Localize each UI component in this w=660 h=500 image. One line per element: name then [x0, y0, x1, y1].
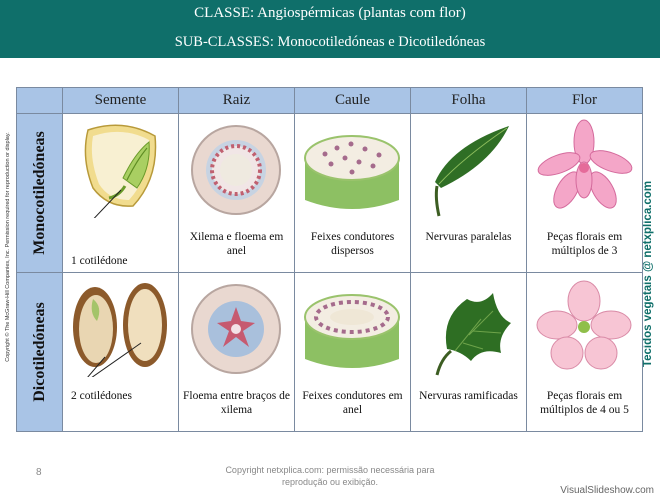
mono-leaf-illustration [434, 126, 509, 217]
header-subclass-title: SUB-CLASSES: Monocotiledóneas e Dicotile… [174, 34, 486, 50]
caption-mono-leaf: Nervuras paralelas [425, 231, 512, 243]
mono-stem-illustration [304, 135, 400, 209]
slide-header: CLASSE: Angiospérmicas (plantas com flor… [0, 0, 660, 58]
cell-dico-leaf: Nervuras ramificadas [410, 272, 527, 432]
row-label-dico: Dicotiledóneas [30, 302, 48, 402]
footer-copyright: Copyright netxplica.com: permissão neces… [225, 465, 435, 487]
row-label-mono-cell: Monocotiledóneas [16, 113, 63, 273]
caption-dico-leaf: Nervuras ramificadas [419, 390, 518, 402]
caption-mono-flower: Peças florais em múltiplos de 3 [546, 231, 623, 257]
caption-dico-root: Floema entre braços de xilema [183, 390, 290, 416]
table-row-dico: Dicotiledóneas 2 cotilédones [16, 272, 643, 432]
header-class-title: CLASSE: Angiospérmicas (plantas com flor… [194, 5, 466, 21]
caption-dico-seed: 2 cotilédones [71, 390, 132, 402]
dico-stem-illustration [304, 294, 400, 368]
col-header-caule: Caule [294, 87, 411, 114]
watermark: VisualSlideshow.com [560, 485, 654, 496]
comparison-table: Semente Raiz Caule Folha Flor Monocotile… [16, 87, 643, 432]
cell-mono-flower: Peças florais em múltiplos de 3 [526, 113, 643, 273]
dico-flower-illustration [536, 280, 632, 370]
dico-leaf-illustration [435, 293, 511, 376]
col-header-folha: Folha [410, 87, 527, 114]
col-header-flor: Flor [526, 87, 643, 114]
cell-dico-stem: Feixes condutores em anel [294, 272, 411, 432]
cell-dico-seed: 2 cotilédones [62, 272, 179, 432]
dico-root-illustration [191, 284, 281, 374]
mono-root-illustration [191, 125, 281, 215]
cell-dico-flower: Peças florais em múltiplos de 4 ou 5 [526, 272, 643, 432]
cell-mono-seed: 1 cotilédone [62, 113, 179, 273]
header-corner [16, 87, 63, 114]
page-number: 8 [36, 467, 42, 478]
cell-mono-root: Xilema e floema em anel [178, 113, 295, 273]
mono-seed-illustration [84, 124, 157, 218]
caption-mono-stem: Feixes condutores dispersos [310, 231, 395, 257]
side-copyright: Copyright © The McGraw-Hill Companies, I… [2, 100, 14, 400]
col-header-semente: Semente [62, 87, 179, 114]
side-brand-text: Tecidos vegetais @ netxplica.com [642, 180, 654, 368]
table-row-mono: Monocotiledóneas 1 cotilédone [16, 113, 643, 273]
row-label-mono: Monocotiledóneas [30, 131, 48, 255]
caption-mono-root: Xilema e floema em anel [189, 231, 284, 257]
caption-dico-flower: Peças florais em múltiplos de 4 ou 5 [540, 390, 629, 416]
col-header-raiz: Raiz [178, 87, 295, 114]
cell-dico-root: Floema entre braços de xilema [178, 272, 295, 432]
side-copyright-text: Copyright © The McGraw-Hill Companies, I… [5, 132, 11, 362]
dico-seed-illustration [73, 283, 167, 377]
caption-dico-stem: Feixes condutores em anel [302, 390, 403, 416]
cell-mono-stem: Feixes condutores dispersos [294, 113, 411, 273]
row-label-dico-cell: Dicotiledóneas [16, 272, 63, 432]
caption-mono-seed: 1 cotilédone [71, 255, 128, 267]
cell-mono-leaf: Nervuras paralelas [410, 113, 527, 273]
mono-flower-illustration [537, 119, 633, 209]
table-header-row: Semente Raiz Caule Folha Flor [16, 87, 643, 114]
